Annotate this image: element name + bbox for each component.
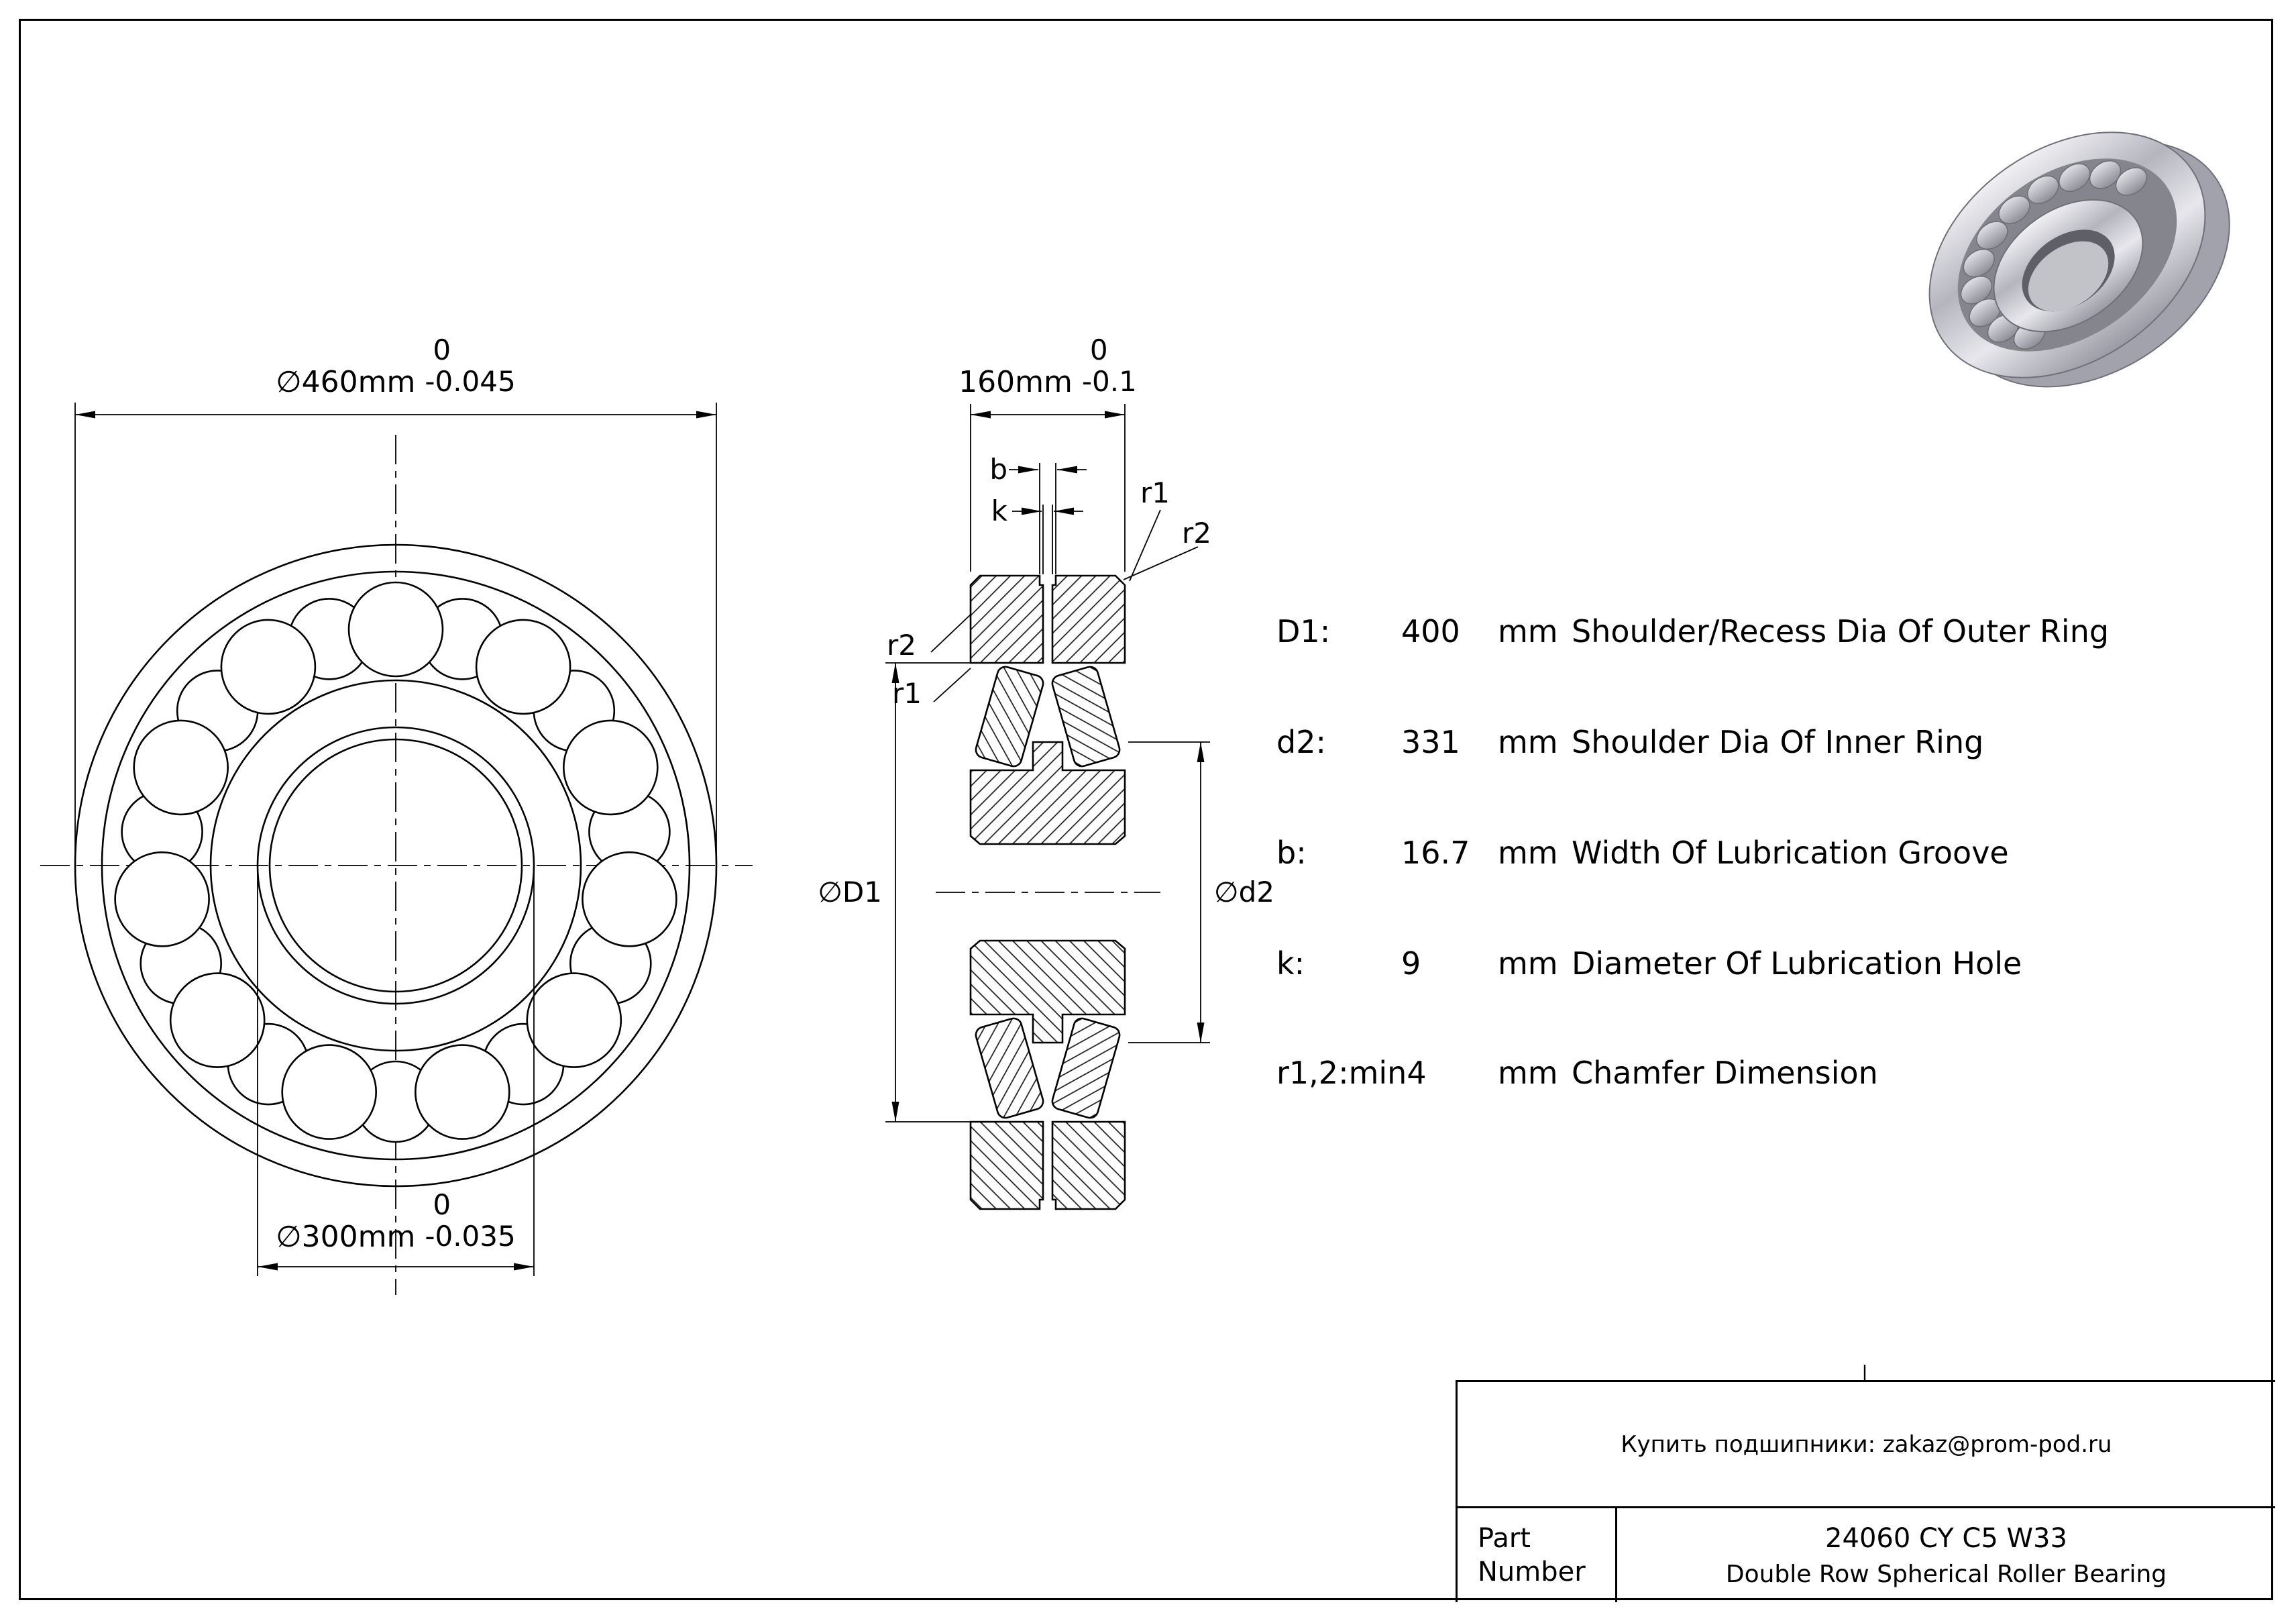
dimension-tolerance: 0 -0.035 — [425, 1189, 515, 1252]
spec-description: Shoulder/Recess Dia Of Outer Ring — [1572, 613, 2110, 649]
rollers-front-row — [114, 581, 677, 1140]
roller-circle — [562, 719, 659, 816]
outer-ring-outer-circle — [74, 543, 718, 1188]
spec-label: k: — [1276, 945, 1305, 982]
section-dimensions — [885, 404, 1210, 1122]
spec-description: Chamfer Dimension — [1572, 1055, 1878, 1091]
spec-row-d2: d2: 331 mm Shoulder Dia Of Inner Ring — [1276, 724, 1983, 760]
spec-description: Diameter Of Lubrication Hole — [1572, 945, 2022, 982]
spec-label-value: k: 9 — [1276, 945, 1498, 982]
roller-circle — [582, 851, 677, 947]
roller-circle — [526, 972, 622, 1068]
roller-section-left — [975, 666, 1044, 768]
contact-row: Купить подшипники: zakaz@prom-pod.ru — [1458, 1382, 2275, 1508]
spec-label-value: d2: 331 — [1276, 724, 1498, 760]
spec-unit: mm — [1498, 835, 1558, 871]
roller-section-right — [1051, 666, 1121, 768]
roller-circle — [220, 619, 317, 715]
roller-circle — [475, 619, 571, 715]
spec-unit: mm — [1498, 613, 1558, 649]
spec-description: Width Of Lubrication Groove — [1572, 835, 2009, 871]
spec-row-k: k: 9 mm Diameter Of Lubrication Hole — [1276, 945, 2022, 982]
spec-value: 331 — [1401, 724, 1460, 760]
chamfer-r2-label-right: r2 — [1182, 517, 1211, 549]
spec-label-value: b: 16.7 — [1276, 835, 1498, 871]
hole-diameter-label: k — [991, 494, 1007, 527]
tolerance-upper: 0 — [433, 1188, 451, 1221]
section-upper-half — [969, 574, 1126, 845]
title-block-bottom: Part Number 24060 CY C5 W33 Double Row S… — [1458, 1508, 2275, 1602]
groove-width-label: b — [989, 453, 1007, 486]
part-number-label: Part Number — [1458, 1508, 1617, 1602]
dimension-value: 160mm — [959, 365, 1073, 400]
roller-circle — [169, 972, 266, 1068]
spec-value: 400 — [1401, 613, 1460, 649]
dimension-value: ∅300mm — [276, 1220, 416, 1255]
outer-ring-raceway-circle — [101, 570, 691, 1161]
spec-label-value: r1,2: min4 — [1276, 1055, 1498, 1091]
outer-ring-section-left — [969, 574, 1044, 664]
chamfer-leader — [1123, 546, 1199, 580]
roller-circle — [414, 1044, 510, 1140]
bore-circle — [268, 738, 523, 993]
spec-label: d2: — [1276, 724, 1326, 760]
roller-circle — [133, 719, 229, 816]
contact-text: Купить подшипники: zakaz@prom-pod.ru — [1621, 1430, 2112, 1458]
bore-diameter-dimension: ∅300mm 0 -0.035 — [75, 1189, 716, 1252]
inner-ring-outer-circle — [209, 679, 582, 1052]
tolerance-upper: 0 — [1089, 333, 1108, 366]
tolerance-upper: 0 — [433, 333, 451, 366]
chamfer-leader — [930, 614, 971, 653]
spec-value: 9 — [1401, 945, 1421, 982]
width-dimension: 160mm 0 -0.1 — [927, 334, 1168, 397]
dimension-tolerance: 0 -0.1 — [1082, 334, 1137, 397]
front-view-dimensions — [74, 403, 717, 1276]
bearing-3d-render — [1928, 132, 2230, 388]
part-number-cell: 24060 CY C5 W33 Double Row Spherical Rol… — [1617, 1508, 2275, 1602]
inner-ring-section — [969, 741, 1126, 845]
inner-shoulder-dia-label: ∅d2 — [1214, 876, 1274, 908]
spec-unit: mm — [1498, 1055, 1558, 1091]
spec-row-d1: D1: 400 mm Shoulder/Recess Dia Of Outer … — [1276, 613, 2109, 649]
spec-unit: mm — [1498, 724, 1558, 760]
part-number-value: 24060 CY C5 W33 — [1825, 1522, 2067, 1554]
front-view — [74, 543, 718, 1188]
chamfer-r1-label-left: r1 — [892, 677, 922, 710]
spec-row-b: b: 16.7 mm Width Of Lubrication Groove — [1276, 835, 2009, 871]
tolerance-lower: -0.045 — [425, 365, 516, 399]
roller-circle — [114, 851, 210, 947]
sheet-border-frame — [19, 19, 2273, 1600]
dimension-tolerance: 0 -0.045 — [425, 334, 515, 397]
spec-label: r1,2: — [1276, 1055, 1349, 1091]
part-description: Double Row Spherical Roller Bearing — [1725, 1560, 2167, 1588]
spec-label: D1: — [1276, 613, 1331, 649]
chamfer-r1-label-right: r1 — [1140, 476, 1170, 509]
tolerance-lower: -0.035 — [425, 1220, 516, 1253]
spec-label: b: — [1276, 835, 1307, 871]
spec-value: min4 — [1348, 1055, 1427, 1091]
roller-circle — [347, 581, 444, 678]
outer-diameter-dimension: ∅460mm 0 -0.045 — [75, 334, 716, 397]
bore-chamfer-circle — [256, 726, 535, 1005]
spec-row-r12: r1,2: min4 mm Chamfer Dimension — [1276, 1055, 1878, 1091]
title-block: Купить подшипники: zakaz@prom-pod.ru Par… — [1456, 1380, 2275, 1602]
chamfer-leader — [933, 668, 971, 702]
chamfer-r2-label-left: r2 — [887, 629, 916, 662]
spec-value: 16.7 — [1401, 835, 1470, 871]
chamfer-leader — [1129, 509, 1161, 582]
section-view — [936, 574, 1160, 1210]
roller-circle — [281, 1044, 378, 1140]
spec-description: Shoulder Dia Of Inner Ring — [1572, 724, 1984, 760]
outer-ring-section-right — [1051, 574, 1126, 664]
bearing-3d-bore — [2028, 241, 2109, 312]
spec-label-value: D1: 400 — [1276, 613, 1498, 649]
tolerance-lower: -0.1 — [1081, 365, 1137, 399]
spec-unit: mm — [1498, 945, 1558, 982]
outer-shoulder-dia-label: ∅D1 — [818, 876, 882, 908]
dimension-value: ∅460mm — [276, 365, 416, 400]
